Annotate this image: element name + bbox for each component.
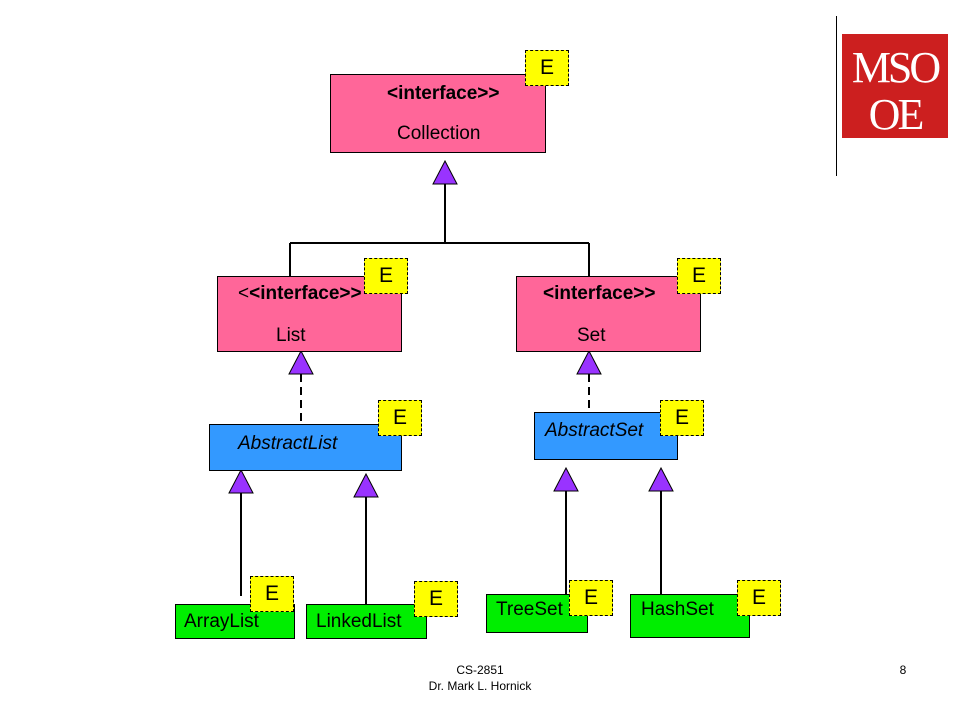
linkedlist-type-param: E <box>414 581 458 617</box>
linkedlist-class-box <box>306 604 427 639</box>
set-name: Set <box>577 325 606 346</box>
collection-name: Collection <box>397 123 481 144</box>
abstractlist-name: AbstractList <box>238 433 338 454</box>
arrowhead-abstractset-right <box>648 466 674 492</box>
arrowhead-abstractlist-left <box>228 468 254 494</box>
collection-type-param: E <box>525 50 569 86</box>
abstractlist-class-box <box>209 424 402 471</box>
footer-author: Dr. Mark L. Hornick <box>428 679 532 694</box>
list-stereotype-text: <interface>> <box>249 283 362 304</box>
list-stereotype-prefix: < <box>238 283 250 304</box>
hashset-type-param: E <box>737 580 781 616</box>
logo-divider <box>836 16 837 176</box>
svg-text:OE: OE <box>869 90 923 138</box>
set-interface-box <box>516 276 701 352</box>
set-stereotype: <interface>> <box>543 283 656 304</box>
arraylist-type-param: E <box>250 576 294 612</box>
footer-course: CS-2851 <box>456 663 504 677</box>
arrowhead-abstractlist-right <box>353 472 379 498</box>
treeset-type-param: E <box>569 580 613 616</box>
collection-interface-box <box>330 74 546 153</box>
footer-course-info: CS-2851 Dr. Mark L. Hornick <box>400 662 560 694</box>
linkedlist-name: LinkedList <box>316 611 402 632</box>
msoe-logo-icon: MSO OE <box>842 34 948 138</box>
abstractlist-type-param: E <box>378 400 422 436</box>
abstractset-type-param: E <box>660 400 704 436</box>
abstractset-class-box <box>534 412 678 460</box>
arrowhead-collection <box>432 159 458 185</box>
arrowhead-set <box>576 349 602 375</box>
hashset-name: HashSet <box>641 599 714 620</box>
arrowhead-list <box>288 349 314 375</box>
footer-page-number: 8 <box>899 663 907 677</box>
collection-stereotype: <interface>> <box>387 83 500 104</box>
hashset-class-box <box>630 594 750 638</box>
list-type-param: E <box>364 258 408 294</box>
list-stereotype: <<interface>> <box>238 284 362 303</box>
arraylist-name: ArrayList <box>184 611 259 632</box>
set-type-param: E <box>677 258 721 294</box>
abstractset-name: AbstractSet <box>545 420 644 441</box>
list-name: List <box>276 325 306 346</box>
treeset-name: TreeSet <box>496 599 563 620</box>
svg-text:MSO: MSO <box>852 43 940 92</box>
arrowhead-abstractset-left <box>553 466 579 492</box>
